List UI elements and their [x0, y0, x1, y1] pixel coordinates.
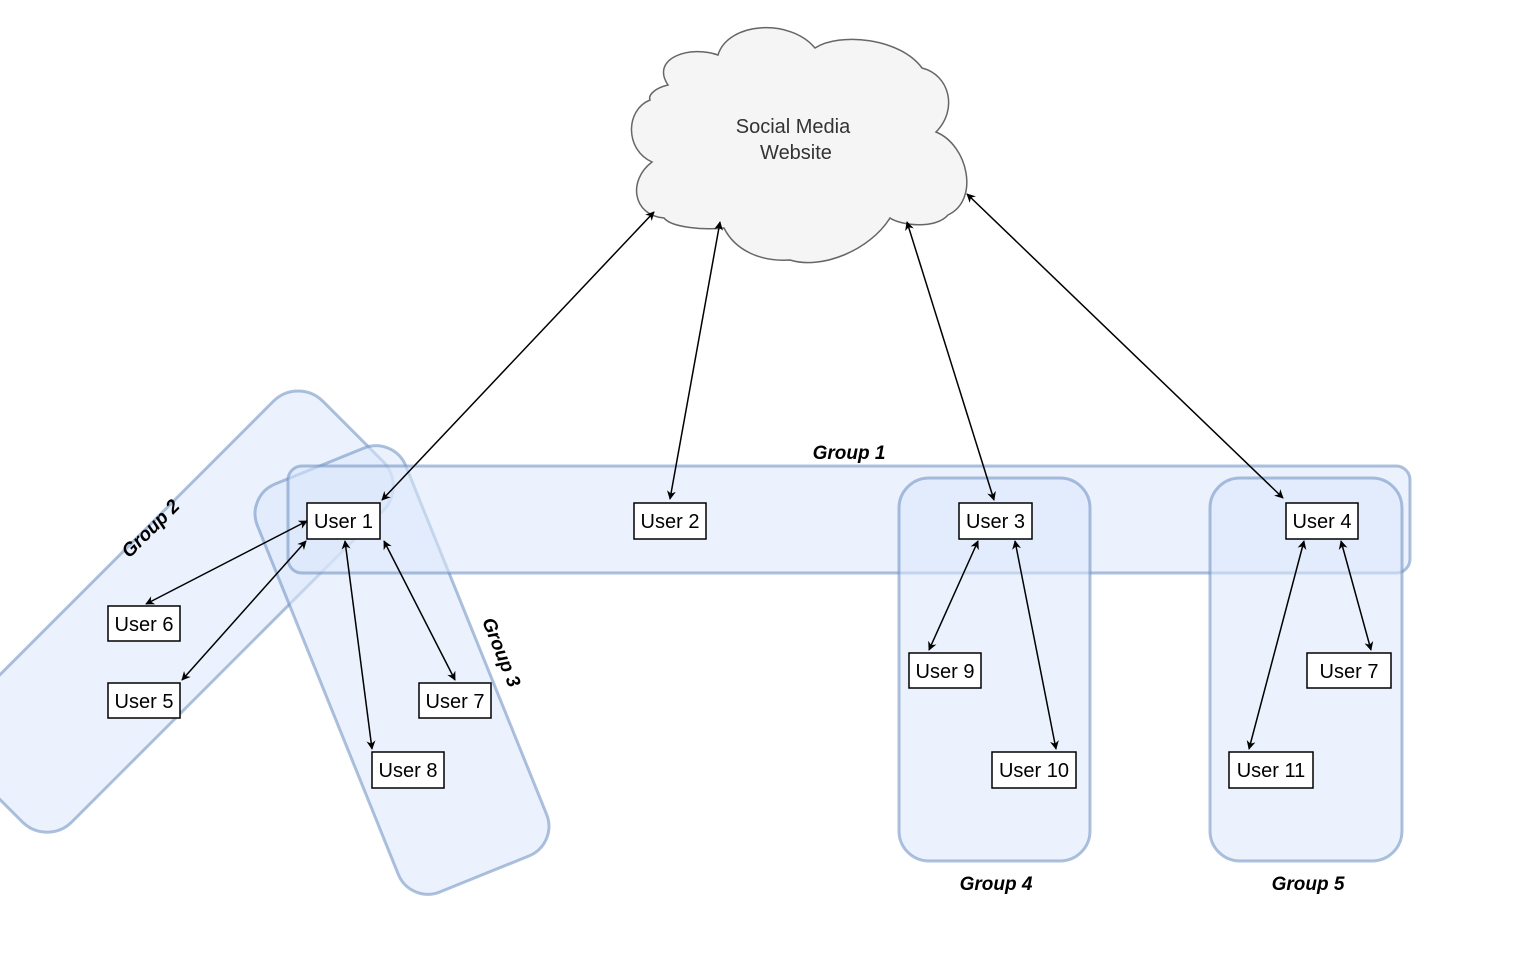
group-4-label: Group 4 [960, 874, 1033, 895]
user-node-user11[interactable]: User 11 [1228, 751, 1314, 789]
user-node-user7-group3[interactable]: User 7 [418, 682, 492, 719]
user-node-user4[interactable]: User 4 [1285, 502, 1359, 540]
user-label: User 8 [379, 760, 438, 782]
connection-user1-user5 [181, 540, 307, 681]
user-label: User 6 [115, 614, 174, 636]
user-label: User 3 [966, 511, 1025, 533]
connection-user1-user8 [341, 540, 376, 750]
user-label: User 1 [314, 511, 373, 533]
connection-cloud-user3 [905, 221, 996, 501]
user-label: User 7 [426, 691, 485, 713]
cloud-label-line1: Social Media [736, 116, 851, 138]
connection-cloud-user1 [381, 211, 655, 501]
connection-user1-user7 [383, 540, 456, 681]
user-node-user10[interactable]: User 10 [991, 751, 1077, 789]
group-5-label: Group 5 [1272, 874, 1345, 895]
user-label: User 2 [641, 511, 700, 533]
user-node-user5[interactable]: User 5 [107, 682, 181, 719]
user-node-user7-group5[interactable]: User 7 [1306, 652, 1392, 689]
user-node-user2[interactable]: User 2 [633, 502, 707, 540]
social-media-cloud [630, 27, 968, 264]
connection-user4-user7 [1338, 540, 1374, 651]
user-node-user1[interactable]: User 1 [306, 502, 381, 540]
cloud-label-line2: Website [760, 142, 832, 164]
connection-cloud-user4 [966, 193, 1284, 499]
user-label: User 5 [115, 691, 174, 713]
user-label: User 9 [916, 661, 975, 683]
connection-user3-user10 [1012, 540, 1059, 750]
user-node-user6[interactable]: User 6 [107, 605, 181, 642]
connection-user3-user9 [928, 540, 979, 651]
connection-cloud-user2 [667, 221, 723, 500]
group-1-label: Group 1 [813, 443, 886, 464]
connection-user4-user11 [1246, 540, 1307, 750]
user-label: User 10 [999, 760, 1069, 782]
user-node-user3[interactable]: User 3 [958, 502, 1033, 540]
user-node-user9[interactable]: User 9 [908, 652, 982, 689]
user-label: User 11 [1237, 760, 1306, 782]
user-node-user8[interactable]: User 8 [371, 751, 445, 789]
user-label: User 7 [1320, 661, 1379, 683]
user-label: User 4 [1293, 511, 1352, 533]
